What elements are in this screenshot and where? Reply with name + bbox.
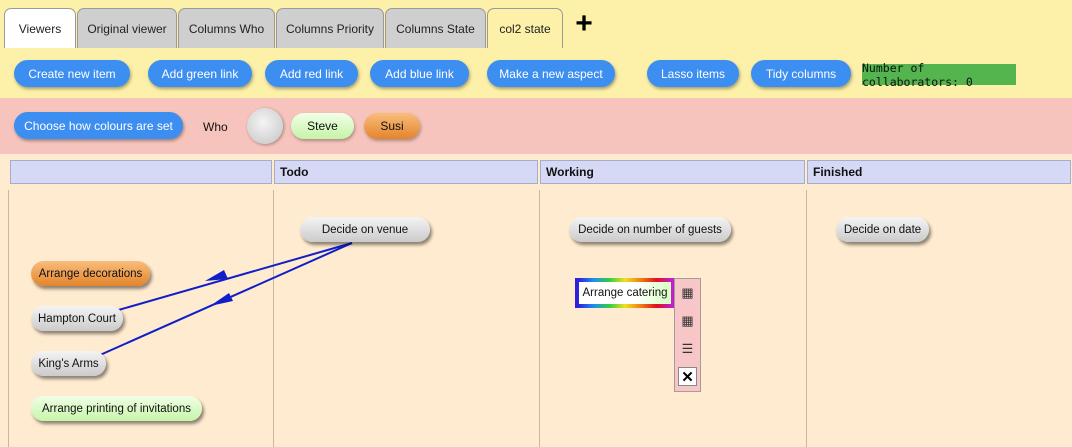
tab-label: Columns Who bbox=[188, 21, 265, 36]
choose-colours-button[interactable]: Choose how colours are set bbox=[14, 112, 183, 139]
tab-label: Viewers bbox=[18, 21, 62, 36]
card-arrange-printing[interactable]: Arrange printing of invitations bbox=[31, 396, 202, 421]
default-colour-swatch[interactable] bbox=[247, 108, 283, 144]
column-header-working: Working bbox=[540, 160, 805, 184]
add-red-link-button[interactable]: Add red link bbox=[265, 60, 358, 87]
tab-label: Columns State bbox=[396, 21, 475, 36]
link-arrow-icon bbox=[210, 293, 233, 306]
tab-col2-state[interactable]: col2 state bbox=[487, 8, 563, 48]
person-steve[interactable]: Steve bbox=[291, 113, 354, 139]
tab-label: col2 state bbox=[499, 21, 551, 36]
column-divider bbox=[8, 190, 9, 447]
aspect-menu: ▦ ▦ ☰ ✕ bbox=[674, 278, 701, 392]
collaborators-count: Number of collaborators: 0 bbox=[862, 61, 1016, 89]
tidy-columns-button[interactable]: Tidy columns bbox=[751, 60, 851, 87]
tab-label: Columns Priority bbox=[285, 21, 375, 36]
create-new-item-button[interactable]: Create new item bbox=[14, 60, 130, 87]
tab-label: Original viewer bbox=[87, 21, 167, 36]
card-decide-venue[interactable]: Decide on venue bbox=[300, 217, 430, 242]
who-label: Who bbox=[203, 120, 228, 134]
column-divider bbox=[806, 190, 807, 447]
link-arrow-icon bbox=[205, 270, 228, 281]
add-blue-link-button[interactable]: Add blue link bbox=[370, 60, 469, 87]
tab-columns-who[interactable]: Columns Who bbox=[178, 8, 275, 48]
toolbar: Create new item Add green link Add red l… bbox=[0, 48, 1072, 98]
column-divider bbox=[539, 190, 540, 447]
aspect-colour-icon[interactable]: ▦ bbox=[681, 285, 694, 300]
column-header-finished: Finished bbox=[807, 160, 1071, 184]
close-icon[interactable]: ✕ bbox=[678, 367, 697, 386]
column-header-unassigned bbox=[10, 160, 272, 184]
aspect-colour-icon[interactable]: ▦ bbox=[681, 313, 694, 328]
card-arrange-catering-selected[interactable]: Arrange catering bbox=[575, 278, 675, 308]
tab-original-viewer[interactable]: Original viewer bbox=[77, 8, 177, 48]
add-green-link-button[interactable]: Add green link bbox=[148, 60, 252, 87]
person-susi[interactable]: Susi bbox=[364, 113, 420, 139]
lasso-items-button[interactable]: Lasso items bbox=[647, 60, 739, 87]
tab-viewers[interactable]: Viewers bbox=[4, 8, 76, 48]
make-new-aspect-button[interactable]: Make a new aspect bbox=[487, 60, 615, 87]
card-arrange-decorations[interactable]: Arrange decorations bbox=[31, 261, 150, 286]
colour-settings-bar: Choose how colours are set Who Steve Sus… bbox=[0, 98, 1072, 154]
tab-columns-priority[interactable]: Columns Priority bbox=[276, 8, 384, 48]
list-icon[interactable]: ☰ bbox=[681, 341, 694, 356]
blue-link[interactable] bbox=[114, 242, 353, 312]
add-tab-icon[interactable]: + bbox=[575, 7, 593, 40]
tab-bar: Viewers Original viewer Columns Who Colu… bbox=[0, 0, 1072, 48]
tab-columns-state[interactable]: Columns State bbox=[385, 8, 486, 48]
card-hampton-court[interactable]: Hampton Court bbox=[31, 306, 123, 331]
card-kings-arms[interactable]: King's Arms bbox=[31, 351, 106, 376]
card-decide-date[interactable]: Decide on date bbox=[836, 217, 929, 242]
card-decide-guests[interactable]: Decide on number of guests bbox=[569, 217, 731, 242]
column-divider bbox=[273, 190, 274, 447]
column-header-todo: Todo bbox=[274, 160, 538, 184]
board: Todo Working Finished Decide on venue De… bbox=[0, 154, 1072, 447]
blue-link[interactable] bbox=[99, 242, 353, 356]
